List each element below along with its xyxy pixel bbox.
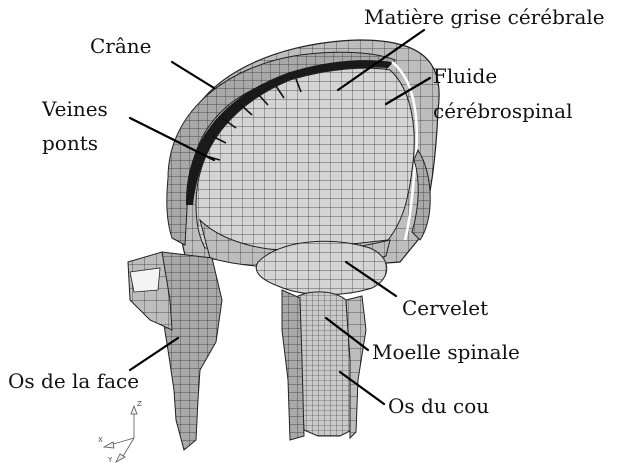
label-matiere-grise: Matière grise cérébrale bbox=[364, 5, 605, 30]
facial-bone-mesh bbox=[160, 252, 222, 450]
axis-label-y: Y bbox=[108, 456, 112, 464]
axis-label-x: X bbox=[98, 436, 103, 444]
label-veines-line1: Veines bbox=[42, 97, 108, 122]
label-crane: Crâne bbox=[90, 34, 152, 59]
label-os-face: Os de la face bbox=[8, 369, 139, 394]
label-fluide-line2: cérébrospinal bbox=[433, 99, 573, 124]
label-moelle-spinale: Moelle spinale bbox=[372, 340, 520, 365]
facial-bone-highlight bbox=[130, 268, 160, 292]
leader-crane bbox=[172, 62, 214, 88]
axis-label-z: Z bbox=[137, 400, 142, 408]
neck-bone-mesh bbox=[282, 290, 304, 440]
label-cervelet: Cervelet bbox=[402, 296, 488, 321]
axis-triad bbox=[104, 406, 137, 462]
spinal-cord-mesh bbox=[298, 292, 352, 436]
label-fluide-line1: Fluide bbox=[433, 64, 497, 89]
label-veines-line2: ponts bbox=[42, 131, 98, 156]
label-os-cou: Os du cou bbox=[388, 394, 489, 419]
